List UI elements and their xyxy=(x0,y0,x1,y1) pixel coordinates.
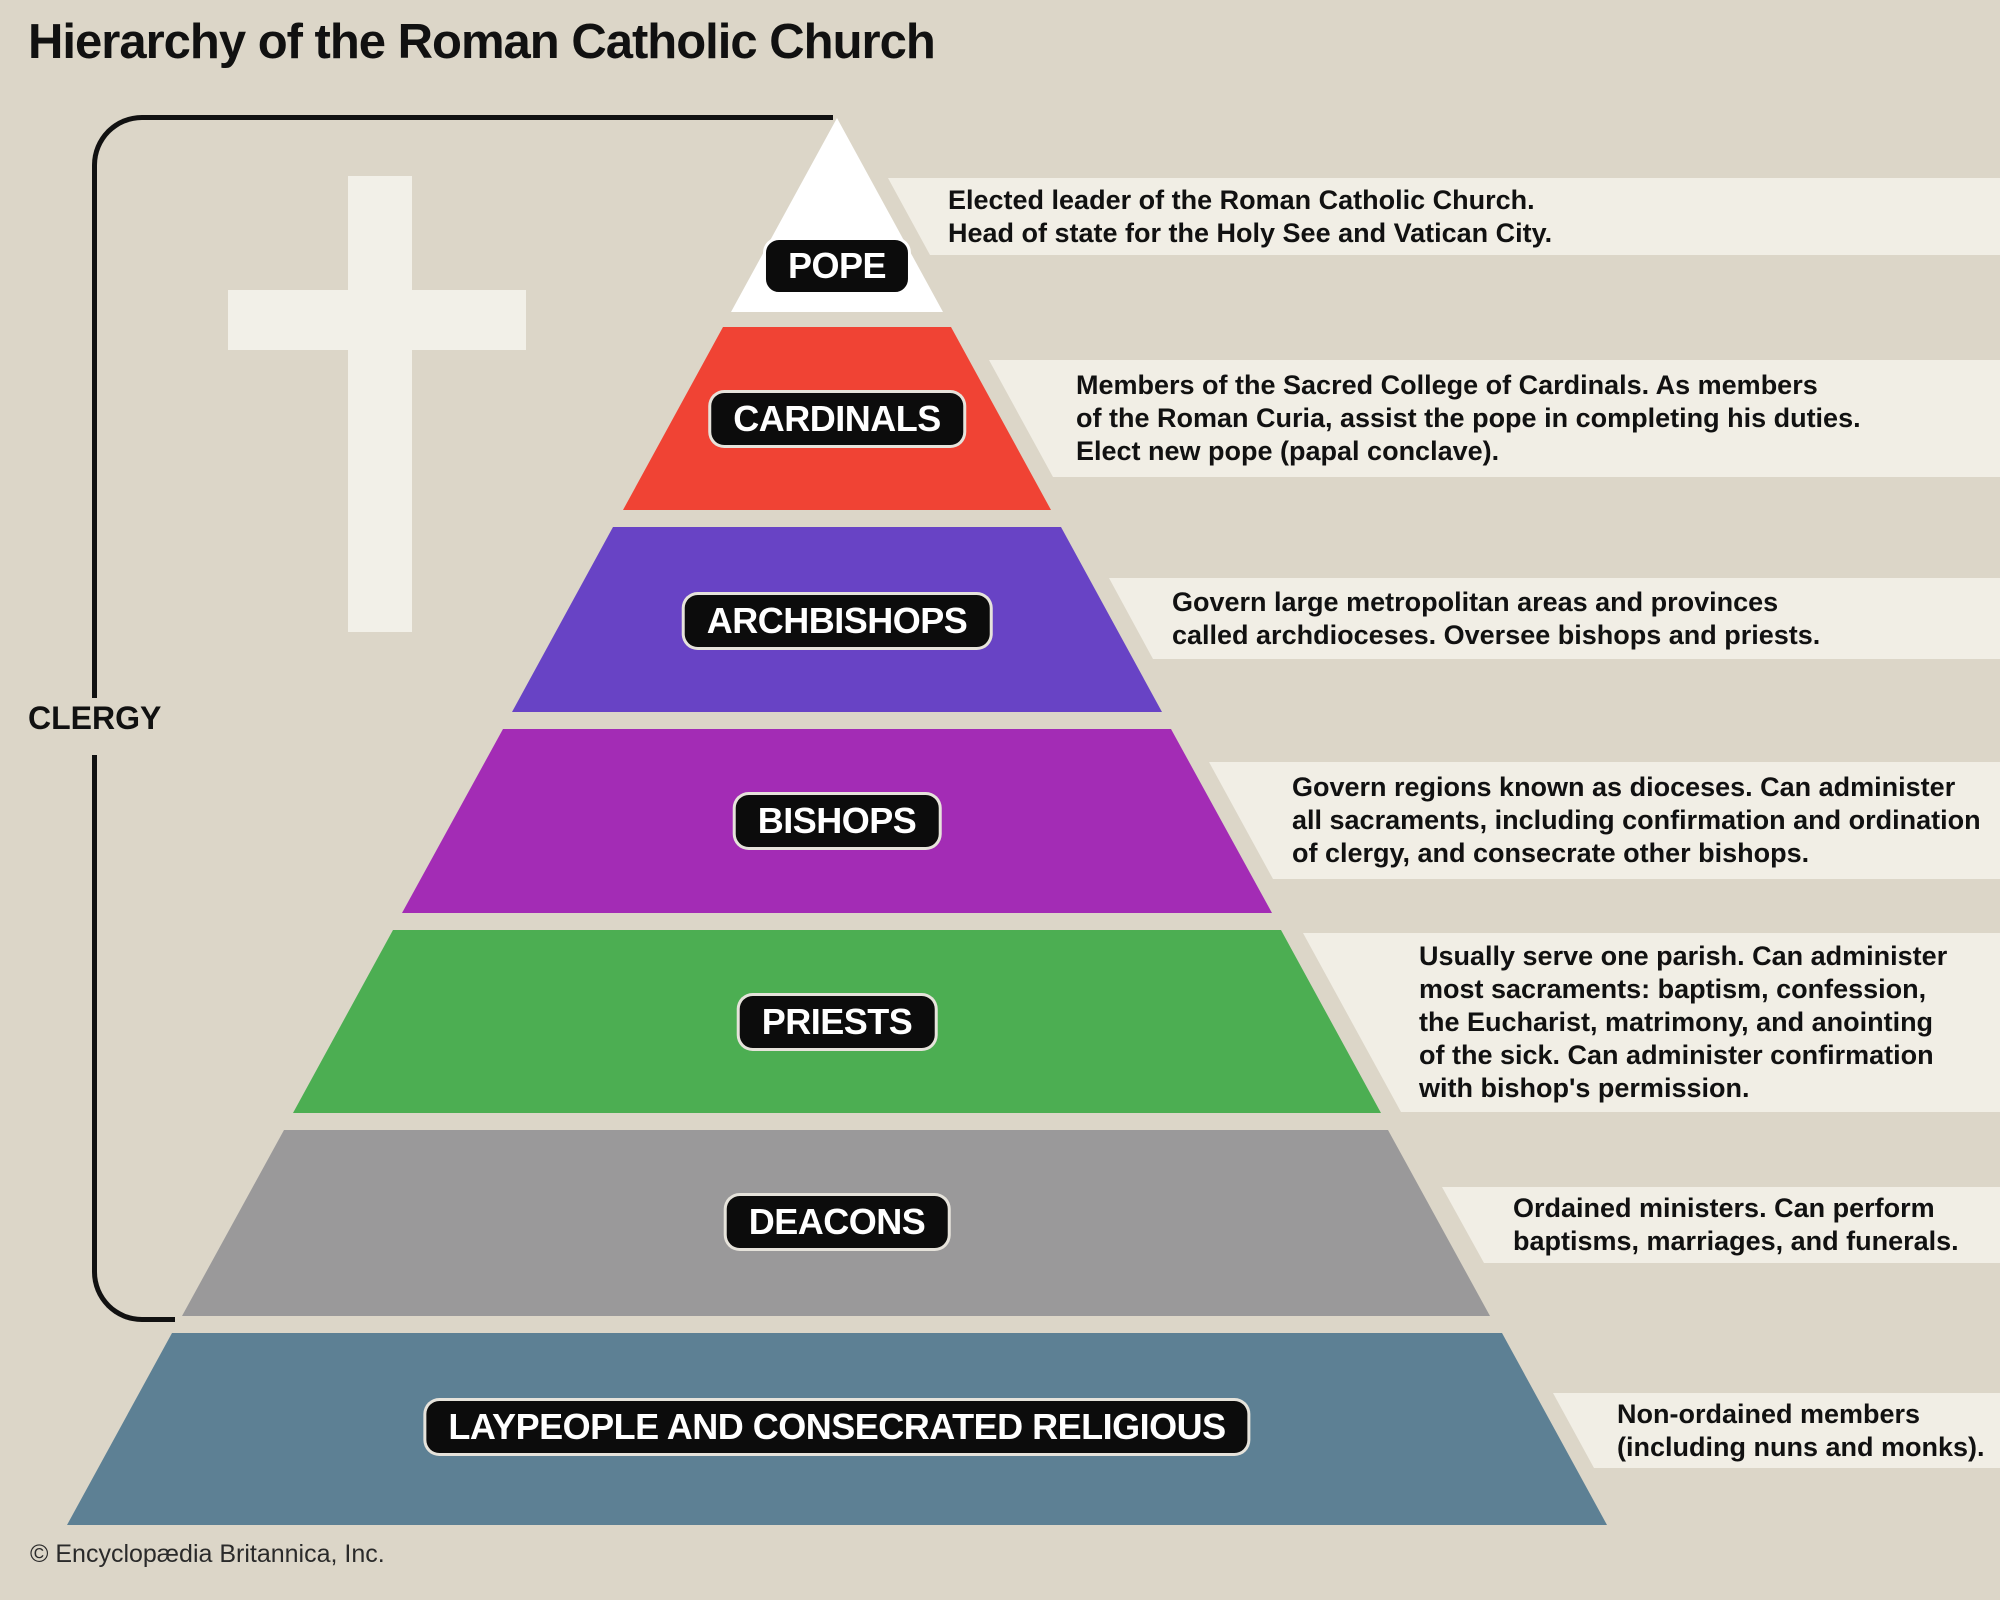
description-pope: Elected leader of the Roman Catholic Chu… xyxy=(888,178,2000,255)
level-laypeople-label: LAYPEOPLE AND CONSECRATED RELIGIOUS xyxy=(423,1398,1251,1456)
description-deacons-text: Ordained ministers. Can perform baptisms… xyxy=(1513,1193,1959,1256)
description-pope-text: Elected leader of the Roman Catholic Chu… xyxy=(948,184,1553,248)
description-bishops-text: Govern regions known as dioceses. Can ad… xyxy=(1292,772,1981,868)
clergy-bracket-top xyxy=(92,115,833,698)
description-archbishops: Govern large metropolitan areas and prov… xyxy=(1109,578,2000,659)
description-priests-text: Usually serve one parish. Can administer… xyxy=(1419,941,1948,1103)
description-cardinals-text: Members of the Sacred College of Cardina… xyxy=(1076,370,1861,466)
cross-icon xyxy=(228,290,526,350)
description-priests: Usually serve one parish. Can administer… xyxy=(1303,933,2000,1112)
description-deacons: Ordained ministers. Can perform baptisms… xyxy=(1442,1187,2000,1263)
description-archbishops-text: Govern large metropolitan areas and prov… xyxy=(1172,586,1821,650)
level-bishops-label: BISHOPS xyxy=(732,792,942,850)
level-cardinals-label: CARDINALS xyxy=(708,390,966,448)
clergy-bracket-bottom xyxy=(92,755,175,1322)
cross-icon xyxy=(348,176,412,632)
page-title: Hierarchy of the Roman Catholic Church xyxy=(28,15,936,69)
description-laypeople: Non-ordained members (including nuns and… xyxy=(1553,1393,2000,1468)
level-priests-label: PRIESTS xyxy=(736,993,938,1051)
description-bishops: Govern regions known as dioceses. Can ad… xyxy=(1209,762,2000,879)
level-archbishops-label: ARCHBISHOPS xyxy=(681,592,993,650)
description-laypeople-text: Non-ordained members (including nuns and… xyxy=(1617,1398,1985,1462)
clergy-label: CLERGY xyxy=(28,700,162,736)
level-pope-label: POPE xyxy=(762,237,912,295)
level-deacons-label: DEACONS xyxy=(723,1193,951,1251)
description-cardinals: Members of the Sacred College of Cardina… xyxy=(989,360,2000,477)
copyright-notice: © Encyclopædia Britannica, Inc. xyxy=(30,1540,385,1568)
